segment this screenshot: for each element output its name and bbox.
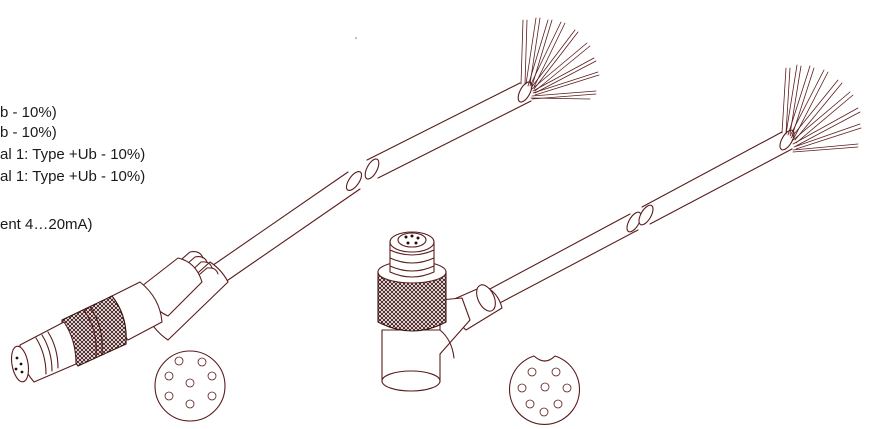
knurled-nut xyxy=(61,295,127,367)
threaded-front xyxy=(10,321,77,383)
stray-dot xyxy=(355,37,357,39)
strain-relief-boot xyxy=(141,251,229,341)
pinout-face-straight xyxy=(154,350,226,422)
stripped-wires xyxy=(520,17,600,100)
straight-connector-cable xyxy=(10,17,600,383)
cable-upper-segment xyxy=(364,81,533,180)
cable-lower-segment xyxy=(205,170,363,288)
angled-connector-cable xyxy=(377,64,862,392)
cable-lower-segment xyxy=(487,211,642,307)
pinout-face-angled xyxy=(508,355,581,425)
stripped-wires xyxy=(781,64,862,153)
cable-upper-segment xyxy=(638,129,795,226)
angled-body xyxy=(381,297,471,392)
threaded-top xyxy=(389,231,435,278)
